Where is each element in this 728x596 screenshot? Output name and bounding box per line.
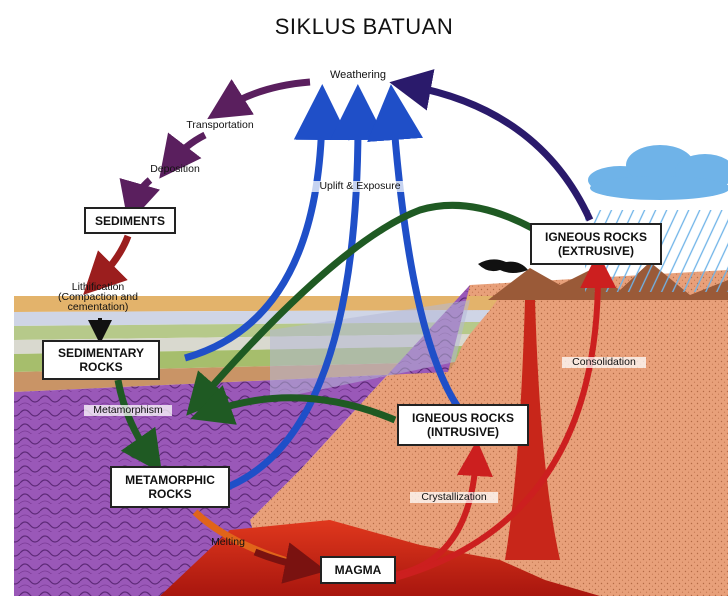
box-igneous-extrusive: IGNEOUS ROCKS (EXTRUSIVE) <box>530 223 662 265</box>
box-metamorphic-rocks: METAMORPHIC ROCKS <box>110 466 230 508</box>
smoke-plume-icon <box>478 259 528 273</box>
label-transportation: Transportation <box>170 120 270 131</box>
rain-cloud-icon <box>585 145 728 292</box>
label-deposition: Deposition <box>140 164 210 175</box>
box-magma: MAGMA <box>320 556 396 584</box>
box-sediments: SEDIMENTS <box>84 207 176 234</box>
weathering-to-transport-arrow <box>225 82 310 108</box>
label-crystallization: Crystallization <box>410 492 498 503</box>
box-igneous-intrusive: IGNEOUS ROCKS (INTRUSIVE) <box>397 404 529 446</box>
deposition-to-sediments-arrow <box>134 180 150 204</box>
label-metamorphism: Metamorphism <box>84 405 172 416</box>
label-weathering: Weathering <box>318 70 398 81</box>
box-sedimentary-rocks: SEDIMENTARY ROCKS <box>42 340 160 380</box>
label-consolidation: Consolidation <box>562 357 646 368</box>
label-lithification: Lithification (Compaction and cementatio… <box>48 282 148 312</box>
sediments-to-lithification-arrow <box>98 236 128 280</box>
transport-to-deposition-arrow <box>172 135 205 162</box>
extrusive-to-weathering-arrow <box>410 86 590 220</box>
label-uplift: Uplift & Exposure <box>305 181 415 192</box>
label-melting: Melting <box>206 537 250 548</box>
